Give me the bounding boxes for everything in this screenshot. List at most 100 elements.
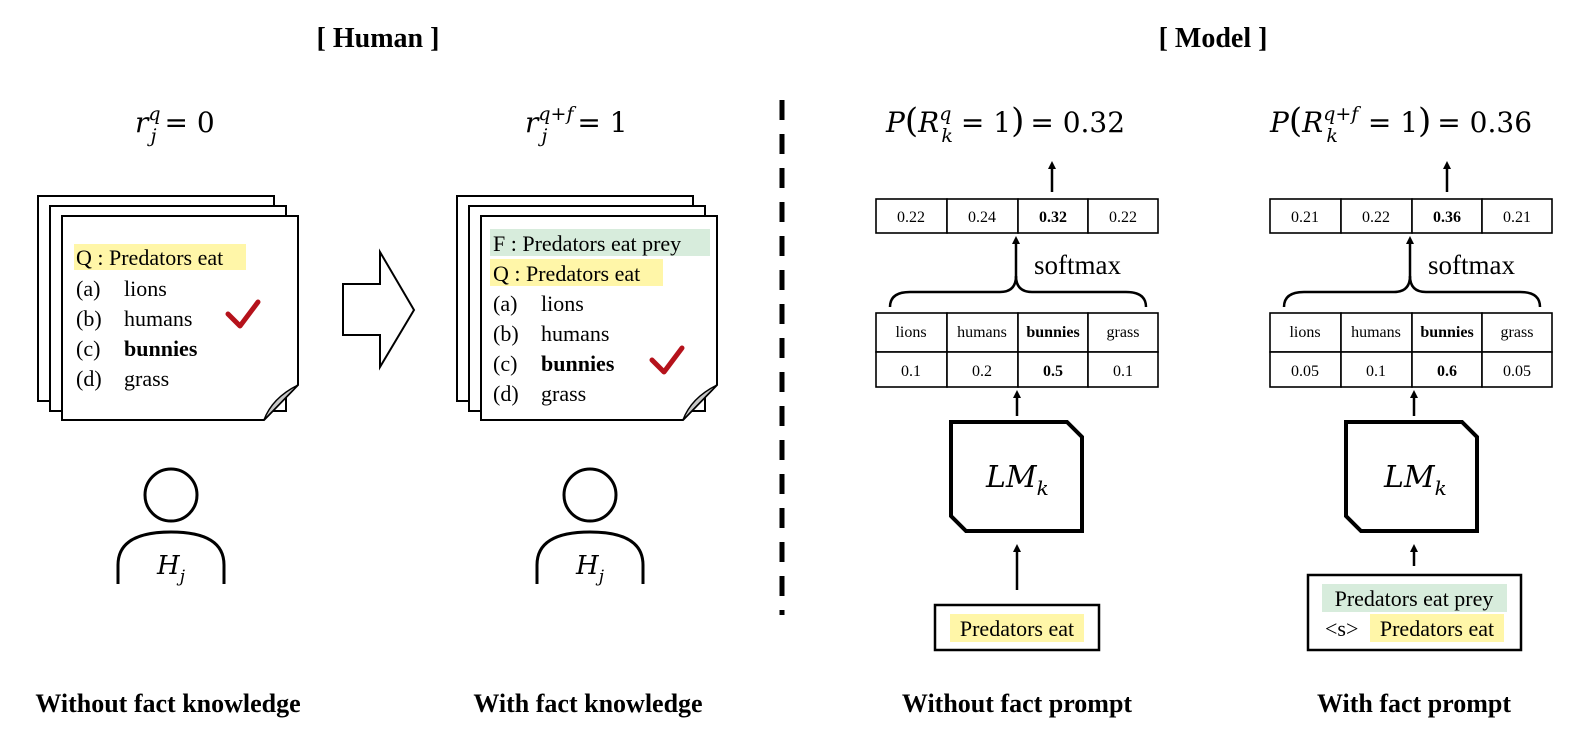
human-section-header: [ Human ] <box>317 23 440 54</box>
token-score: 0.1 <box>1113 363 1133 380</box>
token-label: lions <box>895 324 926 341</box>
softmax-label: softmax <box>1428 250 1515 280</box>
token-label: bunnies <box>1420 324 1473 341</box>
softmax-cell <box>1269 198 1342 234</box>
token-label: grass <box>1107 324 1140 341</box>
softmax-cell <box>1481 198 1553 234</box>
option-letter: (d) <box>493 381 519 406</box>
option-letter: (a) <box>493 291 517 316</box>
person-head-icon <box>143 467 199 523</box>
person-head-icon <box>562 467 618 523</box>
token-score: 0.05 <box>1503 363 1531 380</box>
lm-label: LMk <box>1383 460 1447 500</box>
token-score: 0.2 <box>972 363 992 380</box>
token-label: lions <box>1289 324 1320 341</box>
paper-curl-icon <box>682 384 718 421</box>
softmax-label: softmax <box>1034 250 1121 280</box>
token-label: humans <box>957 324 1007 341</box>
prompt-separator: <s> <box>1325 616 1358 641</box>
model-section-header: [ Model ] <box>1159 23 1268 54</box>
token-score: 0.1 <box>901 363 921 380</box>
token-label: bunnies <box>1026 324 1079 341</box>
question-highlight <box>74 244 246 270</box>
option-letter: (b) <box>76 306 102 331</box>
question-highlight <box>490 259 663 286</box>
token-score: 0.5 <box>1043 363 1063 380</box>
score-cell <box>1269 351 1342 388</box>
token-score: 0.1 <box>1366 363 1386 380</box>
person-body-icon <box>535 530 645 584</box>
score-cell <box>1340 351 1413 388</box>
prompt-fact-text: Predators eat prey <box>1335 586 1494 611</box>
token-cell <box>1481 312 1553 353</box>
brace-icon <box>1282 275 1542 308</box>
option-letter: (c) <box>76 336 100 361</box>
option-text: bunnies <box>541 351 615 376</box>
option-text: grass <box>124 366 169 391</box>
token-label: grass <box>1501 324 1534 341</box>
prompt-question-highlight <box>1370 614 1504 642</box>
softmax-value: 0.22 <box>1109 209 1137 226</box>
softmax-value: 0.24 <box>968 209 996 226</box>
option-text: humans <box>124 306 192 331</box>
softmax-value: 0.21 <box>1503 209 1531 226</box>
score-cell <box>946 351 1019 388</box>
option-letter: (a) <box>76 276 100 301</box>
token-score: 0.6 <box>1437 363 1457 380</box>
checkmark-icon <box>649 345 685 375</box>
paper-curl-icon <box>263 384 299 421</box>
question-text: Q : Predators eat <box>76 245 223 270</box>
model-left-caption: Without fact prompt <box>902 689 1132 718</box>
score-cell <box>1087 351 1159 388</box>
option-text: lions <box>541 291 584 316</box>
softmax-value: 0.36 <box>1433 209 1461 226</box>
prompt-text: Predators eat <box>960 616 1074 641</box>
token-label: humans <box>1351 324 1401 341</box>
person-label: Hj <box>156 551 186 587</box>
softmax-value: 0.21 <box>1291 209 1319 226</box>
person-body-icon <box>116 530 226 584</box>
fact-text: F : Predators eat prey <box>493 231 681 256</box>
token-cell <box>1340 312 1413 353</box>
fact-highlight <box>490 229 710 256</box>
softmax-value: 0.22 <box>1362 209 1390 226</box>
checkmark-icon <box>225 299 261 329</box>
option-text: bunnies <box>124 336 198 361</box>
softmax-cell <box>1340 198 1413 234</box>
option-text: lions <box>124 276 167 301</box>
lm-box <box>1344 420 1479 533</box>
brace-icon <box>888 275 1148 308</box>
softmax-cell <box>1087 198 1159 234</box>
softmax-cell <box>1411 198 1483 234</box>
person-label: Hj <box>575 551 605 587</box>
option-text: grass <box>541 381 586 406</box>
transition-arrow-icon <box>342 248 416 371</box>
option-text: humans <box>541 321 609 346</box>
question-text: Q : Predators eat <box>493 261 640 286</box>
softmax-cell <box>946 198 1019 234</box>
human-right-caption: With fact knowledge <box>473 689 702 718</box>
lm-label: LMk <box>985 460 1049 500</box>
prompt-highlight <box>950 614 1084 642</box>
human-left-caption: Without fact knowledge <box>35 689 300 718</box>
model-right-caption: With fact prompt <box>1317 689 1511 718</box>
softmax-value: 0.22 <box>897 209 925 226</box>
token-score: 0.05 <box>1291 363 1319 380</box>
lm-box <box>949 420 1084 533</box>
score-cell <box>1481 351 1553 388</box>
score-cell <box>875 351 948 388</box>
score-cell <box>1017 351 1089 388</box>
prompt-question-text: Predators eat <box>1380 616 1494 641</box>
softmax-value: 0.32 <box>1039 209 1067 226</box>
option-letter: (b) <box>493 321 519 346</box>
option-letter: (c) <box>493 351 517 376</box>
